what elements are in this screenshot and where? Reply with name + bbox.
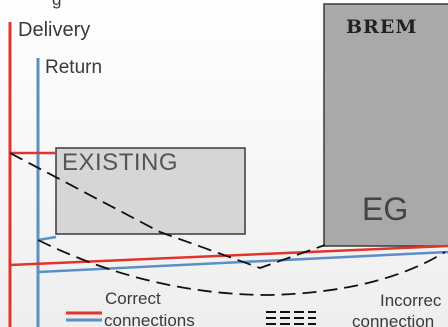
incorrect-connection-dashed-2 [37, 239, 446, 296]
brand-logo-text: BREM [346, 16, 418, 38]
legend-incorrect-label-line1: Incorrec [380, 291, 442, 310]
legend-correct-label-line1: Correct [105, 289, 161, 308]
legend-correct-label-line2: connections [104, 311, 195, 327]
eg-unit-label: EG [362, 191, 409, 227]
legend-incorrect-label-line2: connection [352, 312, 435, 327]
return-branch-existing [37, 235, 57, 242]
incorrect-connection-dashed-1 [9, 152, 326, 269]
existing-unit-box [55, 147, 246, 235]
delivery-label: Delivery [18, 19, 91, 41]
eg-unit-box [323, 3, 448, 247]
return-label: Return [45, 57, 103, 78]
existing-unit-label: EXISTING [62, 149, 179, 176]
delivery-line-eg [9, 244, 448, 267]
cropped-title-fragment: g [52, 0, 61, 8]
